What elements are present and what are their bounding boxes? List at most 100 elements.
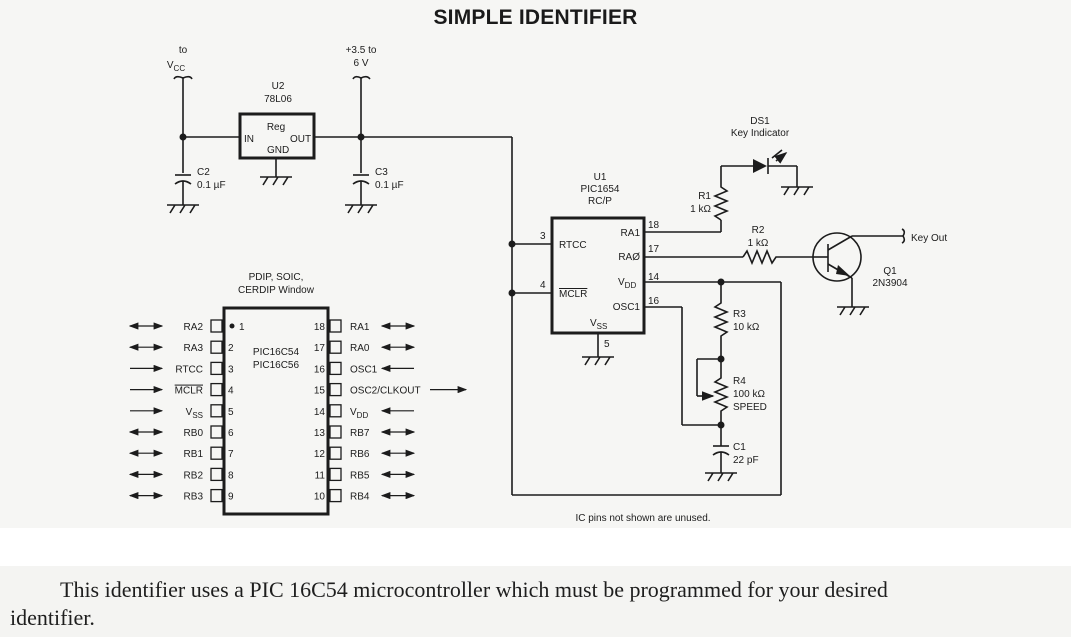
pin-number: 14 (314, 407, 326, 418)
r4-desc: SPEED (733, 402, 767, 413)
q1-part: 2N3904 (872, 278, 907, 289)
description-paragraph: This identifier uses a PIC 16C54 microco… (10, 576, 1065, 630)
u1-pin-num: 18 (648, 220, 660, 231)
u1-pin-num: 4 (540, 280, 546, 291)
c2-ref: C2 (197, 167, 210, 178)
resistor-r2 (742, 248, 812, 266)
pin-number: 11 (315, 470, 326, 481)
pin-pad (210, 404, 223, 418)
r1-value: 1 kΩ (690, 204, 711, 215)
pinout-package-1: PDIP, SOIC, (249, 272, 304, 283)
pin-pad (210, 488, 223, 503)
ground-icon (582, 356, 614, 366)
page-title: SIMPLE IDENTIFIER (433, 6, 638, 29)
r1-ref: R1 (698, 191, 711, 202)
u1-pin-name: RTCC (559, 240, 587, 251)
paragraph-line-2: identifier. (10, 605, 95, 630)
vcc-input: to VCC (167, 45, 193, 173)
pin-name: RTCC (175, 364, 203, 375)
r2-ref: R2 (752, 225, 765, 236)
pin-pad (329, 467, 342, 482)
regulator-u2: U2 78L06 Reg IN OUT GND (238, 81, 316, 186)
u1-pin-num: 3 (540, 231, 546, 242)
pin-number: 13 (314, 428, 326, 439)
pin-name: RA3 (184, 343, 204, 354)
pin-pad (329, 425, 342, 439)
ground-icon (167, 204, 199, 214)
key-out-label: Key Out (911, 233, 947, 244)
u1-package: RC/P (588, 196, 612, 207)
pin-number: 4 (228, 386, 234, 397)
pin-number: 8 (228, 470, 234, 481)
supply-label-1: +3.5 to (346, 45, 377, 56)
microcontroller-u1: U1 PIC1654 RC/P 3 RTCC 4 MCLR 18 RA1 17 … (540, 172, 660, 366)
u1-pin-num: 16 (648, 296, 660, 307)
connector-icon (901, 228, 906, 244)
pin-number: 2 (228, 343, 234, 354)
pin-name: OSC1 (350, 364, 378, 375)
pin-pad (210, 319, 223, 333)
pin-name: RB6 (350, 449, 370, 460)
u1-ref: U1 (594, 172, 607, 183)
pin-pad (329, 382, 342, 397)
resistor-r3 (712, 282, 730, 359)
pin-number: 9 (228, 492, 234, 503)
pin-name: RB3 (184, 492, 204, 503)
ds1-ref: DS1 (750, 116, 770, 127)
c1-value: 22 pF (733, 455, 759, 466)
u1-pin-num: 17 (648, 244, 660, 255)
capacitor-c3: C3 0.1 µF (345, 167, 404, 214)
u1-pin-name-vss: VSS (590, 318, 607, 331)
u2-out: OUT (290, 134, 311, 145)
pin-number: 10 (314, 492, 326, 503)
pin-number: 16 (314, 364, 326, 375)
pinout-diagram: PDIP, SOIC, CERDIP Window PIC16C54 PIC16… (128, 272, 468, 516)
pin-name: RA1 (350, 322, 370, 333)
u1-pin-name: RA1 (621, 228, 641, 239)
pin-name: RA2 (184, 322, 204, 333)
resistor-r4 (712, 359, 730, 425)
pin-pad (329, 361, 342, 376)
vcc-label-v: VCC (167, 60, 185, 73)
r2-value: 1 kΩ (748, 238, 769, 249)
ground-icon (837, 306, 869, 316)
u2-body: Reg (267, 122, 285, 133)
pin-name: VSS (186, 407, 203, 420)
u1-pin-name: MCLR (559, 289, 587, 300)
r4-value: 100 kΩ (733, 389, 765, 400)
pin-name: VDD (350, 407, 368, 420)
pin-name: RB7 (350, 428, 370, 439)
pin-number: 15 (314, 386, 326, 397)
pinout-package-2: CERDIP Window (238, 285, 315, 296)
pin-number: 7 (228, 449, 234, 460)
pin-pad (210, 361, 223, 376)
pin-pad (329, 340, 342, 354)
pin-name: MCLR (175, 386, 203, 397)
supply-label-2: 6 V (353, 58, 368, 69)
u1-pin-name: OSC1 (613, 302, 641, 313)
pin-number: 17 (314, 343, 326, 354)
c2-value: 0.1 µF (197, 180, 226, 191)
vcc-label-to: to (179, 45, 188, 56)
r3-value: 10 kΩ (733, 322, 760, 333)
ground-icon (345, 204, 377, 214)
pin-pad (329, 488, 342, 503)
resistor-r1 (712, 166, 730, 221)
paragraph-line-1: This identifier uses a PIC 16C54 microco… (60, 577, 888, 602)
pin-pad (210, 382, 223, 397)
r4-ref: R4 (733, 376, 746, 387)
pin-name: RB0 (184, 428, 204, 439)
q1-ref: Q1 (883, 266, 897, 277)
led-ds1: DS1 Key Indicator (731, 116, 790, 174)
r3-ref: R3 (733, 309, 746, 320)
c3-value: 0.1 µF (375, 180, 404, 191)
ds1-desc: Key Indicator (731, 128, 790, 139)
ground-icon (260, 176, 292, 186)
pin-number: 3 (228, 364, 234, 375)
pin-pad (210, 425, 223, 439)
pin-pad (210, 446, 223, 460)
unused-pins-note: IC pins not shown are unused. (575, 513, 710, 524)
pin-name: RB5 (350, 470, 370, 481)
pin-number: 12 (314, 449, 326, 460)
pin-name: RA0 (350, 343, 370, 354)
